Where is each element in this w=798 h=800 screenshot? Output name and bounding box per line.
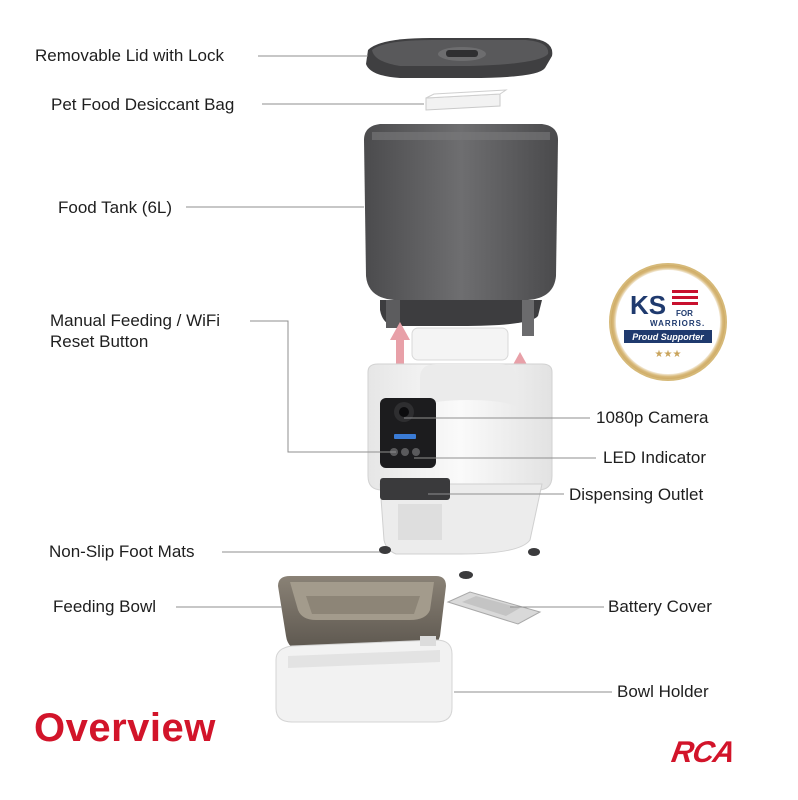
label-manual-feeding-line1: Manual Feeding / WiFi: [50, 311, 221, 330]
label-removable-lid: Removable Lid with Lock: [35, 46, 224, 65]
badge-logo-text: KS: [630, 290, 666, 320]
badge-line2: WARRIORS.: [650, 319, 705, 328]
food-tank-part: [364, 124, 558, 336]
brand-logo: RCA: [669, 736, 737, 769]
label-feeding-bowl: Feeding Bowl: [53, 597, 157, 616]
page-title: Overview: [34, 706, 216, 750]
leader-lines: [176, 55, 612, 693]
label-bowl-holder: Bowl Holder: [617, 682, 709, 701]
ks-for-warriors-badge: KS FOR WARRIORS. Proud Supporter ★★★: [609, 263, 727, 381]
flag-stripes-icon: [672, 290, 698, 305]
label-battery-cover: Battery Cover: [608, 597, 712, 616]
foot-mats-part: [379, 546, 540, 579]
battery-cover-part: [446, 591, 542, 625]
feeding-bowl-part: [278, 576, 446, 650]
connector-part: [411, 327, 509, 361]
badge-supporter: Proud Supporter: [632, 332, 704, 342]
label-foot-mats: Non-Slip Foot Mats: [49, 542, 195, 561]
feeder-base-part: [367, 363, 553, 555]
bowl-holder-part: [275, 636, 453, 723]
label-led-indicator: LED Indicator: [603, 448, 706, 467]
lid-part: [366, 38, 553, 78]
desiccant-part: [425, 89, 508, 111]
label-camera: 1080p Camera: [596, 408, 709, 427]
label-dispensing-outlet: Dispensing Outlet: [569, 485, 704, 504]
label-manual-feeding: Manual Feeding / WiFi Reset Button: [50, 310, 220, 353]
label-manual-feeding-line2: Reset Button: [50, 332, 149, 352]
label-desiccant-bag: Pet Food Desiccant Bag: [51, 95, 235, 114]
badge-stars: ★★★: [655, 349, 682, 360]
label-food-tank: Food Tank (6L): [58, 198, 173, 217]
badge-line1: FOR: [676, 309, 693, 318]
